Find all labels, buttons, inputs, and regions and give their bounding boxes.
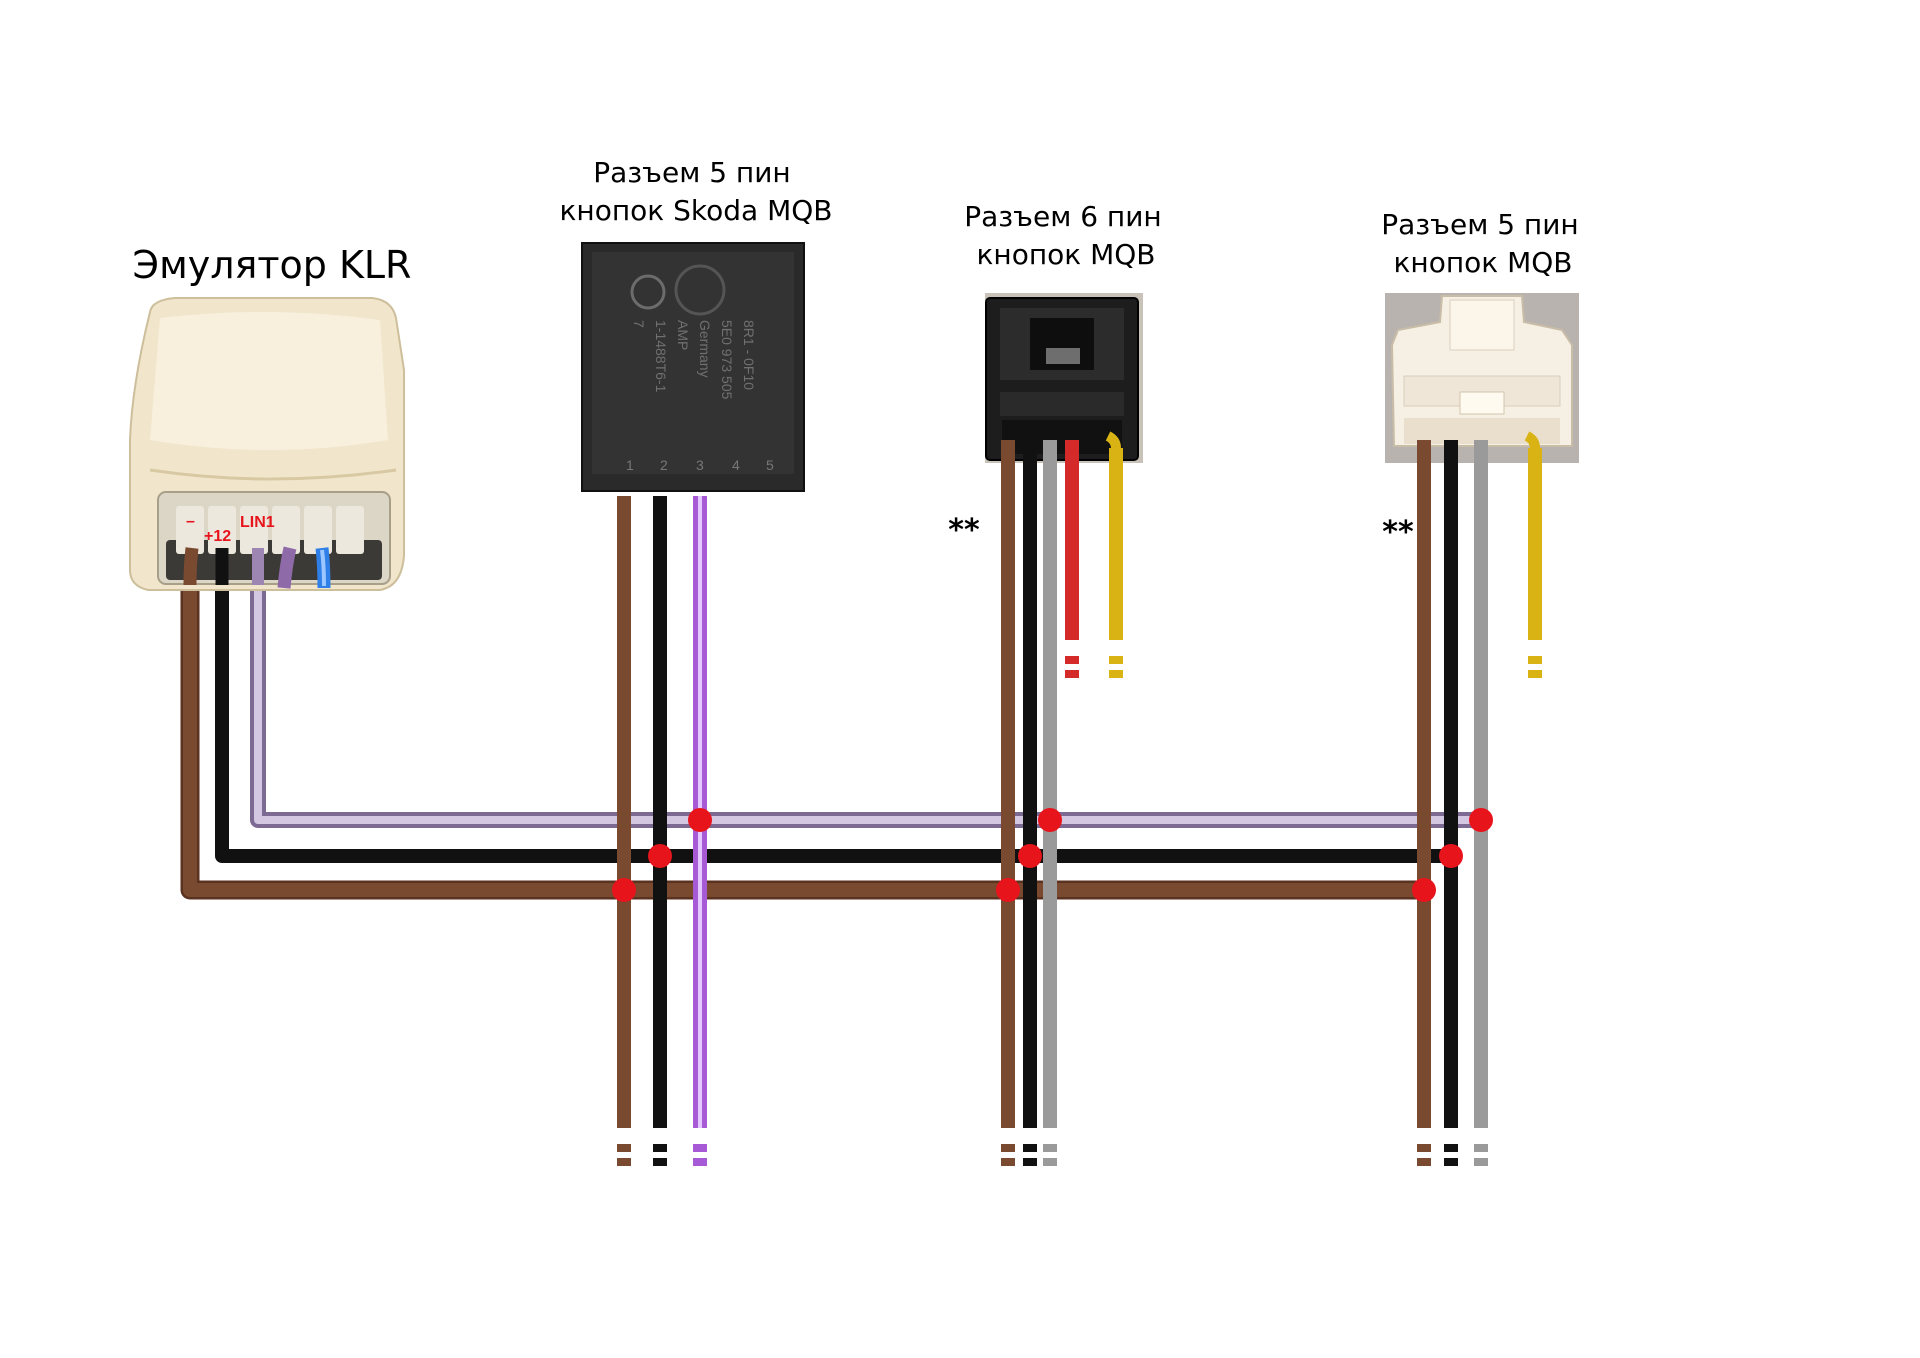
connector-marking-line3: Germany (697, 320, 713, 378)
six-pin-note-mark: ** (948, 513, 980, 548)
five-pin-connector-title-line1: Разъем 5 пин (1381, 208, 1579, 241)
pin-number-2: 2 (660, 457, 668, 473)
lilac-bus-wire (250, 580, 1481, 828)
connector-marking-line4: AMP (675, 320, 691, 350)
wire-end-breaks (612, 650, 1547, 1158)
pin-number-3: 3 (696, 457, 704, 473)
mqb-6pin-connector (985, 293, 1143, 463)
brown-bus-wire (180, 580, 1424, 900)
pin-label-minus: – (186, 513, 195, 530)
cross-logo-icon (674, 264, 726, 316)
skoda-connector-title-line1: Разъем 5 пин (593, 156, 791, 189)
junction-dot (612, 878, 636, 902)
junction-dot (1038, 808, 1062, 832)
pin-number-1: 1 (626, 457, 634, 473)
vw-logo-icon (630, 274, 666, 310)
pin-number-5: 5 (766, 457, 774, 473)
junction-dots (612, 808, 1493, 902)
pin-label-plus12: +12 (204, 528, 231, 545)
emulator-title: Эмулятор KLR (133, 243, 412, 287)
pin-label-lin1: LIN1 (240, 514, 275, 531)
connector-marking-line1: 8R1 - 0F10 (741, 320, 757, 390)
junction-dot (1412, 878, 1436, 902)
junction-dot (1018, 844, 1042, 868)
connector-marking-line6: 7 (631, 320, 647, 328)
junction-dot (1439, 844, 1463, 868)
emulator-klr-device (129, 297, 405, 591)
wire-end-tails (617, 656, 1542, 1166)
six-pin-connector-title-line1: Разъем 6 пин (964, 200, 1162, 233)
pin-number-4: 4 (732, 457, 740, 473)
junction-dot (688, 808, 712, 832)
five-pin-connector-body (1390, 295, 1573, 447)
junction-dot (648, 844, 672, 868)
purple-wire-stub (277, 546, 297, 589)
five-pin-note-mark: ** (1382, 515, 1414, 550)
connector-marking-line5: 1-1488T6-1 (653, 320, 669, 393)
skoda-5pin-connector: 8R1 - 0F10 5E0 973 505 Germany AMP 1-148… (581, 242, 805, 492)
junction-dot (996, 878, 1020, 902)
connector-marking-line2: 5E0 973 505 (719, 320, 735, 400)
skoda-connector-title-line2: кнопок Skoda MQB (560, 194, 833, 227)
junction-dot (1469, 808, 1493, 832)
six-pin-connector-title-line2: кнопок MQB (976, 238, 1155, 271)
five-pin-connector-title-line2: кнопок MQB (1393, 246, 1572, 279)
mqb-5pin-connector (1385, 293, 1579, 463)
